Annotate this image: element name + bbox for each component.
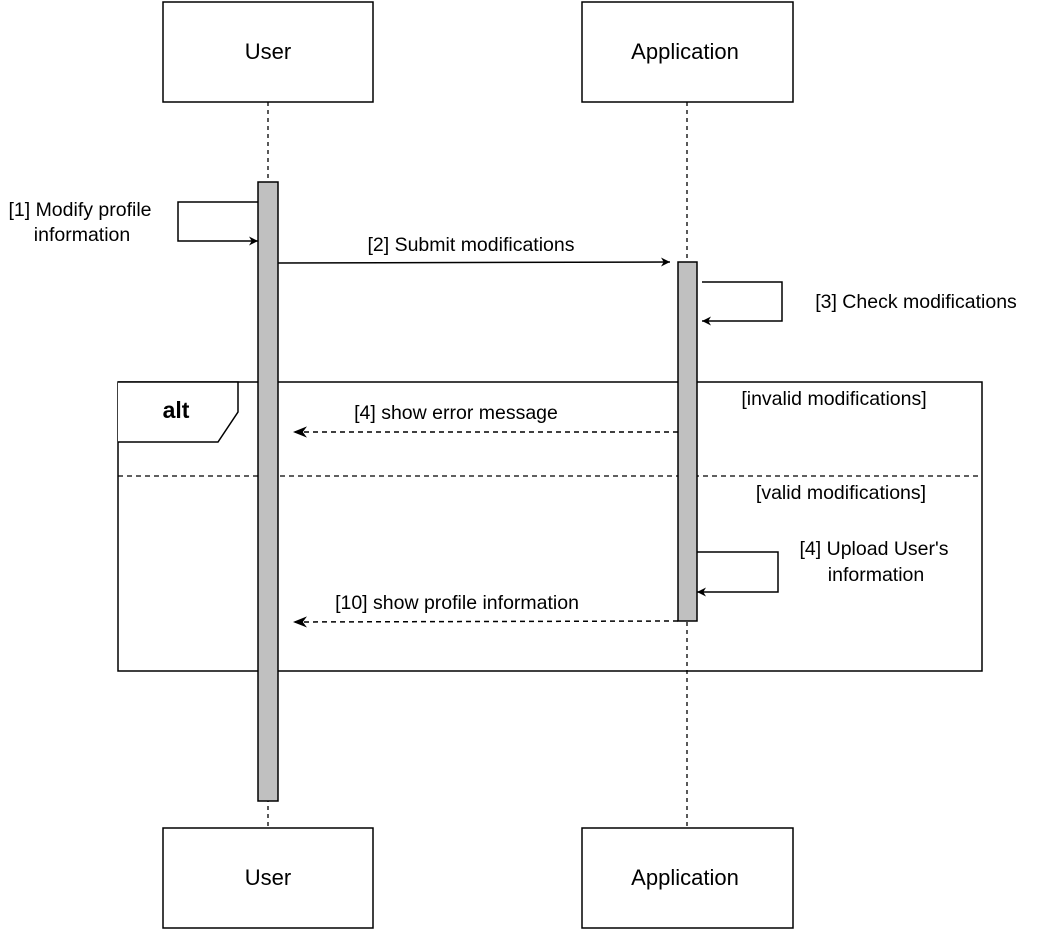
message-3-check-modifications: [3] Check modifications [702,281,1017,326]
application-activation-bar [677,261,698,622]
message-4-label: [4] show error message [354,402,558,424]
participant-application-bottom-label: Application [631,865,739,890]
message-5-label-line1: [4] Upload User's [800,538,949,560]
alt-keyword: alt [163,397,190,423]
participant-application-top: Application [581,1,794,103]
message-5-upload-information: [4] Upload User's information [697,538,949,597]
participant-user-top: User [162,1,374,103]
participant-application-top-label: Application [631,39,739,64]
message-6-show-profile: [10] show profile information [292,592,679,628]
participant-user-top-label: User [245,39,291,64]
alt-fragment: alt [invalid modifications] [valid modif… [117,381,983,672]
message-3-label: [3] Check modifications [815,291,1017,313]
message-1-label-line1: [1] Modify profile [8,199,151,221]
message-2-label: [2] Submit modifications [367,234,574,256]
user-activation-bar [257,181,279,802]
message-2-submit-modifications: [2] Submit modifications [277,234,671,267]
message-5-label-line2: information [828,564,924,586]
participant-user-bottom: User [162,827,374,929]
message-1-label-line2: information [34,224,130,246]
message-4-show-error: [4] show error message [293,402,678,438]
guard-valid-modifications: [valid modifications] [756,482,926,504]
guard-invalid-modifications: [invalid modifications] [741,388,926,410]
participant-user-bottom-label: User [245,865,291,890]
participant-application-bottom: Application [581,827,794,929]
alt-fragment-tab [118,381,239,443]
message-6-label: [10] show profile information [335,592,579,614]
message-1-modify-profile: [1] Modify profile information [8,199,258,246]
